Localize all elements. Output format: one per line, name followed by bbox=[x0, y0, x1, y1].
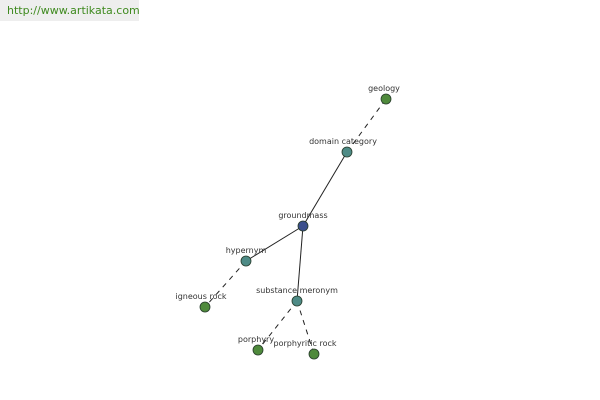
node-label-groundmass[interactable]: groundmass bbox=[278, 211, 327, 220]
node-label-geology[interactable]: geology bbox=[368, 84, 400, 93]
node-dot-igneous-rock[interactable] bbox=[199, 301, 211, 313]
node-dot-porphyry[interactable] bbox=[252, 344, 264, 356]
node-dot-porphyritic-rock[interactable] bbox=[308, 348, 320, 360]
node-label-hypernym[interactable]: hypernym bbox=[226, 246, 267, 255]
node-label-porphyritic-rock[interactable]: porphyritic rock bbox=[274, 339, 337, 348]
node-geology[interactable]: geology bbox=[368, 84, 400, 105]
node-porphyritic-rock[interactable]: porphyritic rock bbox=[274, 339, 337, 360]
node-label-domain-category[interactable]: domain category bbox=[309, 137, 377, 146]
node-substance-meronym[interactable]: substance meronym bbox=[256, 286, 338, 307]
edge-groundmass-to-hypernym bbox=[245, 225, 304, 262]
node-label-porphyry[interactable]: porphyry bbox=[238, 335, 274, 344]
node-hypernym[interactable]: hypernym bbox=[226, 246, 267, 267]
edge-substance-meronym-to-porphyry bbox=[257, 300, 298, 351]
site-url-link[interactable]: http://www.artikata.com bbox=[7, 4, 140, 17]
graph-edges bbox=[204, 98, 387, 355]
node-dot-geology[interactable] bbox=[380, 93, 392, 105]
node-porphyry[interactable]: porphyry bbox=[238, 335, 274, 356]
edge-groundmass-to-substance-meronym bbox=[296, 225, 304, 302]
node-dot-groundmass[interactable] bbox=[297, 220, 309, 232]
node-groundmass[interactable]: groundmass bbox=[278, 211, 328, 232]
node-dot-domain-category[interactable] bbox=[341, 146, 353, 158]
node-label-igneous-rock[interactable]: igneous rock bbox=[175, 292, 226, 301]
edge-groundmass-to-domain-category bbox=[302, 151, 348, 227]
graph-nodes: groundmass domain category geology hypernym… bbox=[175, 84, 400, 360]
node-dot-substance-meronym[interactable] bbox=[291, 295, 303, 307]
node-dot-hypernym[interactable] bbox=[240, 255, 252, 267]
edge-hypernym-to-igneous-rock bbox=[204, 260, 247, 308]
url-banner: http://www.artikata.com bbox=[0, 0, 140, 21]
node-igneous-rock[interactable]: igneous rock bbox=[175, 292, 227, 313]
node-label-substance-meronym[interactable]: substance meronym bbox=[256, 286, 338, 295]
edge-domain-category-to-geology bbox=[346, 98, 387, 153]
node-domain-category[interactable]: domain category bbox=[309, 137, 377, 158]
